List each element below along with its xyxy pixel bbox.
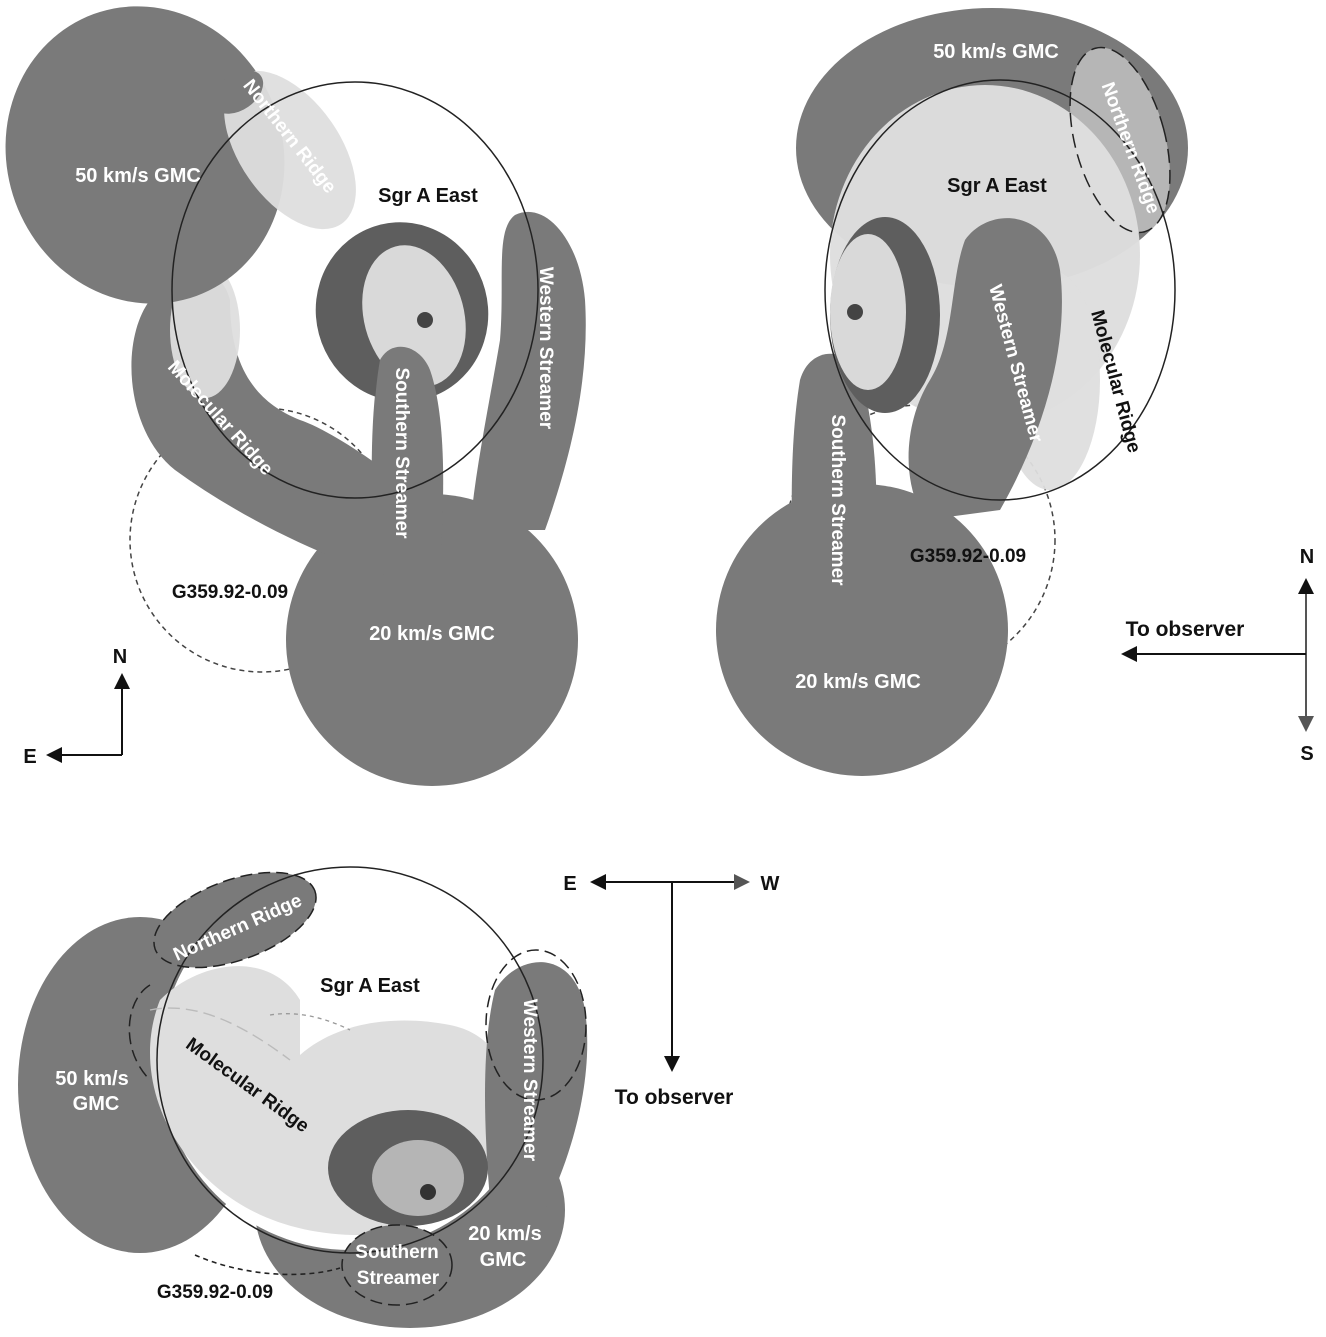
compass-west-label-bottom: W [761,873,780,895]
sgr-a-star-dot-bottom [420,1184,436,1200]
label-gmc20-line2-bottom: GMC [480,1249,527,1271]
compass-observer-label-right: To observer [1126,618,1245,641]
label-gmc20: 20 km/s GMC [369,623,495,645]
label-sgr-a-east-bottom: Sgr A East [320,975,420,997]
sgr-a-star-dot [417,312,433,328]
compass-top-left: N E [23,646,130,768]
label-gmc50-line2-bottom: GMC [73,1093,120,1115]
label-gmc50: 50 km/s GMC [75,165,201,187]
label-gmc50-line1-bottom: 50 km/s [55,1068,128,1090]
label-sgr-a-east: Sgr A East [378,185,478,207]
compass-north-label-right: N [1300,546,1314,568]
compass-east-label: E [23,746,36,768]
label-gmc20-line1-bottom: 20 km/s [468,1223,541,1245]
shell-inner-right [830,234,906,390]
compass-observer-label-bottom: To observer [615,1086,734,1109]
panel-top-right: 50 km/s GMC Northern Ridge Sgr A East We… [716,8,1314,776]
southern-streamer-cloud-bottom [342,1225,452,1305]
label-southern-streamer: Southern Streamer [391,367,412,539]
label-gmc20-right: 20 km/s GMC [795,671,921,693]
label-southern-streamer-right: Southern Streamer [827,414,848,586]
label-western-streamer-bottom: Western Streamer [519,999,540,1162]
label-gmc50-right: 50 km/s GMC [933,41,1059,63]
label-g359-bottom: G359.92-0.09 [157,1282,273,1303]
compass-north-label: N [113,646,127,668]
western-streamer-cloud [470,212,586,530]
shell-inner-bottom [372,1140,464,1216]
compass-top-right: N S To observer [1121,546,1314,765]
label-g359: G359.92-0.09 [172,582,288,603]
label-g359-right: G359.92-0.09 [910,546,1026,567]
label-southern-streamer-line1-bottom: Southern [355,1242,438,1263]
label-southern-streamer-line2-bottom: Streamer [357,1268,440,1289]
panel-bottom: Northern Ridge Sgr A East Western Stream… [18,853,780,1328]
sgr-a-star-dot-right [847,304,863,320]
panel-top-left: 50 km/s GMC Northern Ridge Sgr A East We… [0,0,586,786]
compass-south-label-right: S [1300,743,1313,765]
label-western-streamer: Western Streamer [535,267,556,430]
compass-bottom: E W To observer [563,873,779,1109]
label-sgr-a-east-right: Sgr A East [947,175,1047,197]
compass-east-label-bottom: E [563,873,576,895]
